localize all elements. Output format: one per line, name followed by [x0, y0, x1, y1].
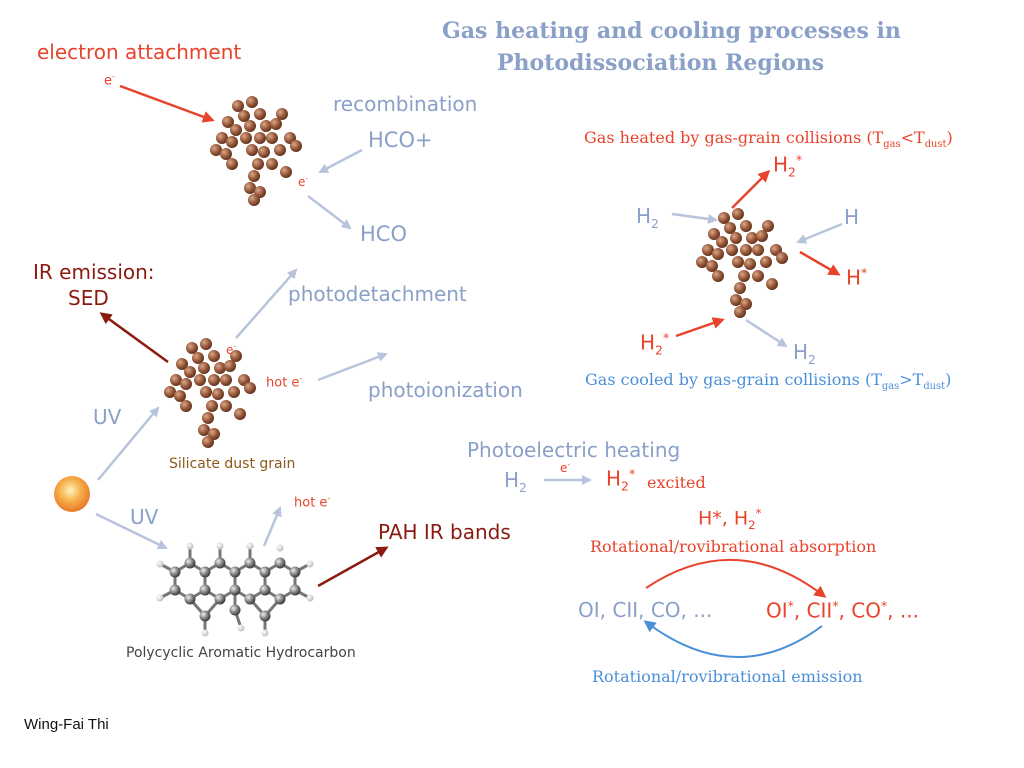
label-rot-emission: Rotational/rovibrational emission — [592, 667, 863, 686]
label-h-star: H* — [846, 265, 868, 290]
label-h2-star-bottom: H2* — [640, 330, 670, 358]
label-photoionization: photoionization — [368, 378, 523, 402]
arrow-electron-attachment — [119, 84, 215, 123]
author-credit: Wing-Fai Thi — [24, 716, 109, 733]
sun-icon — [54, 476, 90, 512]
title-line-1: Gas heating and cooling processes in — [442, 18, 901, 44]
label-e-top: e- — [104, 72, 115, 89]
label-ir-emission-2: SED — [68, 286, 109, 310]
arrow-h2-star-in — [675, 317, 725, 338]
arrow-uv-top — [97, 406, 160, 481]
label-hot-e: hot e- — [266, 374, 303, 391]
label-electron-attachment: electron attachment — [37, 40, 242, 64]
label-pah-bands: PAH IR bands — [378, 520, 511, 544]
label-uv-top: UV — [93, 405, 122, 429]
label-hstar-h2star: H*, H2* — [698, 506, 762, 533]
arrow-ir-emission — [99, 312, 169, 364]
label-silicate: Silicate dust grain — [169, 456, 296, 472]
label-h2-left: H2 — [636, 204, 659, 231]
label-h2-bottom: H2 — [793, 340, 816, 367]
label-pe-h2: H2 — [504, 468, 527, 495]
label-recombination: recombination — [333, 92, 478, 116]
arrow-hco-plus — [318, 148, 363, 174]
label-h2-star-top: H2* — [773, 152, 803, 180]
arrow-h-star-out — [799, 250, 841, 276]
arrow-photodetachment — [235, 268, 298, 339]
label-rot-absorption: Rotational/rovibrational absorption — [590, 537, 877, 556]
label-pe-h2-star: H2* — [606, 466, 636, 494]
label-hco-plus: HCO+ — [368, 128, 433, 152]
label-ir-emission-1: IR emission: — [33, 260, 155, 284]
arrow-uv-bottom — [95, 512, 168, 550]
label-gas-cooled: Gas cooled by gas-grain collisions (Tgas… — [585, 370, 952, 393]
arrow-hot-e-pah — [262, 506, 282, 547]
label-e-grain2: e- — [226, 342, 237, 357]
label-species-excited: OI*, CII*, CO*, ... — [766, 598, 919, 623]
arrow-pah-ir — [317, 546, 389, 588]
label-photoelectric: Photoelectric heating — [467, 438, 681, 462]
dust-grain-right — [696, 208, 788, 318]
arrow-hco — [307, 195, 352, 230]
label-uv-bottom: UV — [130, 505, 159, 529]
label-hot-e-pah: hot e- — [294, 494, 331, 511]
label-hco: HCO — [360, 222, 407, 246]
arrow-h-in — [796, 222, 843, 244]
pah-carbons — [169, 557, 301, 622]
label-gas-heated: Gas heated by gas-grain collisions (Tgas… — [584, 128, 953, 151]
label-photodetachment: photodetachment — [288, 282, 467, 306]
arrow-h2-star-top — [731, 169, 771, 209]
arrow-absorption-curve — [645, 558, 827, 598]
label-species-ground: OI, CII, CO, ... — [578, 598, 713, 622]
title-line-2: Photodissociation Regions — [497, 50, 825, 76]
label-h-right: H — [844, 205, 860, 229]
arrow-photoionization — [317, 352, 388, 382]
dust-grain-silicate — [164, 338, 256, 448]
label-pah-name: Polycyclic Aromatic Hydrocarbon — [126, 645, 356, 661]
label-e-grain: e- — [298, 174, 309, 189]
arrow-emission-curve — [643, 620, 823, 658]
dust-grain-top — [210, 96, 302, 206]
label-pe-excited: excited — [647, 473, 706, 492]
arrow-h2-in — [671, 212, 718, 224]
pah-hydrogens — [156, 542, 314, 637]
arrow-h2-out — [745, 318, 788, 348]
label-pe-e: e- — [560, 460, 571, 475]
